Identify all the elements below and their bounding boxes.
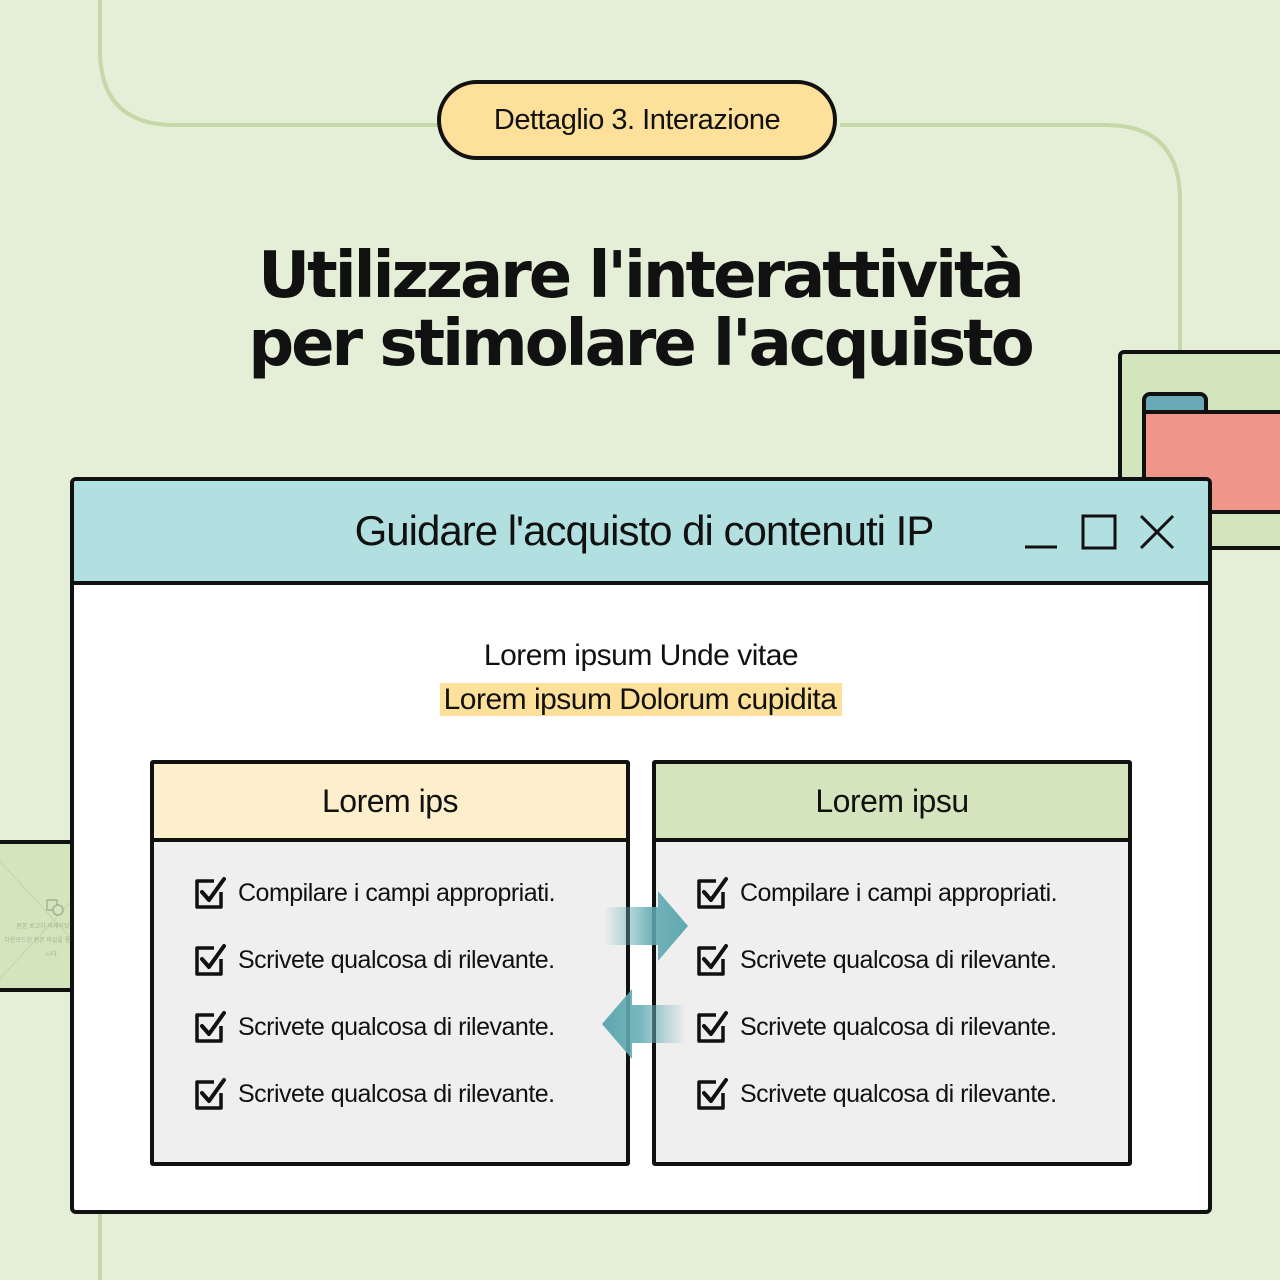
page-headline: Utilizzare l'interattività per stimolare… bbox=[0, 242, 1280, 378]
checkbox-checked-icon[interactable] bbox=[694, 943, 728, 977]
panel-right-list: Compilare i campi appropriati. Scrivete … bbox=[656, 842, 1128, 1144]
intro-line-2: Lorem ipsum Dolorum cupidita bbox=[439, 683, 843, 716]
minimize-icon[interactable] bbox=[1022, 513, 1060, 551]
placeholder-caption-line-2: 다운로드된 원본 파일을 통해 문의바랍니다. bbox=[4, 938, 100, 958]
checklist-item: Scrivete qualcosa di rilevante. bbox=[694, 1077, 1128, 1144]
placeholder-caption-line-1: 원본 로고가 삭제되었습니다. bbox=[16, 924, 88, 930]
checkbox-checked-icon[interactable] bbox=[192, 943, 226, 977]
checkbox-checked-icon[interactable] bbox=[192, 1010, 226, 1044]
headline-line-1: Utilizzare l'interattività bbox=[258, 239, 1025, 313]
arrow-right-icon bbox=[604, 891, 688, 961]
checkbox-checked-icon[interactable] bbox=[192, 876, 226, 910]
maximize-icon[interactable] bbox=[1080, 513, 1118, 551]
panel-left-list: Compilare i campi appropriati. Scrivete … bbox=[154, 842, 626, 1144]
checklist-item-label: Compilare i campi appropriati. bbox=[740, 879, 1058, 907]
window-title: Guidare l'acquisto di contenuti IP bbox=[354, 507, 935, 554]
intro-text: Lorem ipsum Unde vitae Lorem ipsum Dolor… bbox=[74, 639, 1208, 717]
checklist-item: Scrivete qualcosa di rilevante. bbox=[192, 1010, 626, 1077]
checklist-item-label: Compilare i campi appropriati. bbox=[238, 879, 556, 907]
checklist-item-label: Scrivete qualcosa di rilevante. bbox=[740, 1013, 1057, 1041]
checkbox-checked-icon[interactable] bbox=[694, 1077, 728, 1111]
window-titlebar: Guidare l'acquisto di contenuti IP bbox=[74, 481, 1208, 585]
checklist-item: Scrivete qualcosa di rilevante. bbox=[192, 943, 626, 1010]
checkbox-checked-icon[interactable] bbox=[694, 876, 728, 910]
checklist-item-label: Scrivete qualcosa di rilevante. bbox=[238, 1080, 555, 1108]
intro-line-1: Lorem ipsum Unde vitae bbox=[483, 639, 799, 672]
checklist-item-label: Scrivete qualcosa di rilevante. bbox=[238, 946, 555, 974]
section-badge-label: Dettaglio 3. Interazione bbox=[493, 103, 781, 136]
main-window: Guidare l'acquisto di contenuti IP Lorem… bbox=[70, 477, 1212, 1214]
checklist-item: Scrivete qualcosa di rilevante. bbox=[192, 1077, 626, 1144]
checklist-item: Compilare i campi appropriati. bbox=[694, 876, 1128, 943]
checklist-item: Scrivete qualcosa di rilevante. bbox=[694, 943, 1128, 1010]
headline-line-2: per stimolare l'acquisto bbox=[248, 307, 1034, 381]
checklist-item-label: Scrivete qualcosa di rilevante. bbox=[238, 1013, 555, 1041]
checklist-item-label: Scrivete qualcosa di rilevante. bbox=[740, 946, 1057, 974]
checkbox-checked-icon[interactable] bbox=[192, 1077, 226, 1111]
intro-line-2-highlight: Lorem ipsum Dolorum cupidita bbox=[74, 683, 1208, 717]
panel-left-header: Lorem ips bbox=[154, 764, 626, 842]
checklist-item-label: Scrivete qualcosa di rilevante. bbox=[740, 1080, 1057, 1108]
checklist-item: Compilare i campi appropriati. bbox=[192, 876, 626, 943]
section-badge: Dettaglio 3. Interazione bbox=[437, 80, 837, 160]
checklist-item: Scrivete qualcosa di rilevante. bbox=[694, 1010, 1128, 1077]
panel-right-header: Lorem ipsu bbox=[656, 764, 1128, 842]
checkbox-checked-icon[interactable] bbox=[694, 1010, 728, 1044]
arrow-left-icon bbox=[602, 989, 686, 1059]
close-icon[interactable] bbox=[1138, 513, 1176, 551]
panel-right: Lorem ipsu Compilare i campi appropriati… bbox=[652, 760, 1132, 1166]
placeholder-caption: 원본 로고가 삭제되었습니다. 다운로드된 원본 파일을 통해 문의바랍니다. bbox=[2, 920, 102, 962]
image-placeholder-icon bbox=[46, 899, 64, 916]
panel-left: Lorem ips Compilare i campi appropriati.… bbox=[150, 760, 630, 1166]
